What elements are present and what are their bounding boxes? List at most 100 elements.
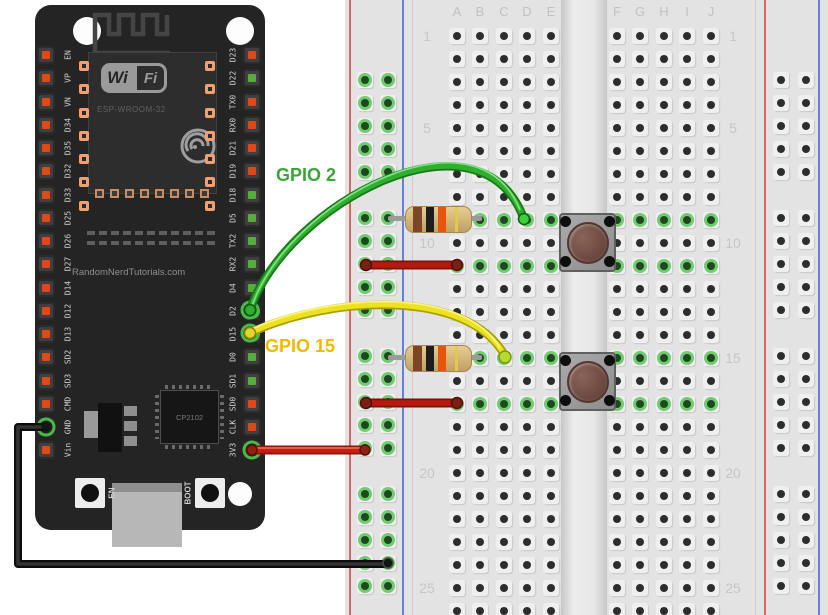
esp32-pin-VN[interactable] [37, 92, 55, 111]
right-rail-hole [773, 279, 789, 295]
right-rail-hole [798, 486, 814, 502]
esp32-pin-TX0[interactable] [243, 92, 261, 111]
breadboard-hole-G19 [632, 442, 648, 458]
right-rail-hole [773, 532, 789, 548]
breadboard-hole-I8 [679, 189, 695, 205]
esp32-pin-RX0[interactable] [243, 115, 261, 134]
module-pad [79, 177, 89, 188]
esp32-pin-EN[interactable] [37, 46, 55, 64]
esp32-pin-D13[interactable] [37, 325, 55, 343]
esp32-pin-D25[interactable] [37, 208, 55, 227]
breadboard-hole-G12 [632, 281, 648, 297]
esp32-pin-3V3[interactable] [243, 441, 261, 460]
module-pad [205, 177, 215, 188]
breadboard-hole-B21 [472, 488, 488, 504]
breadboard-hole-E25 [543, 580, 559, 596]
breadboard[interactable]: ABCDEFGHIJ11551010151520202525 [345, 0, 828, 615]
esp32-pin-D4[interactable] [243, 278, 261, 297]
pushbutton-2-cap[interactable] [566, 360, 609, 403]
breadboard-hole-E10 [543, 235, 559, 251]
breadboard-hole-E12 [543, 281, 559, 297]
breadboard-hole-I23 [679, 534, 695, 550]
esp32-pin-SD3[interactable] [37, 371, 55, 390]
esp32-pin-D35[interactable] [37, 139, 55, 157]
breadboard-hole-I22 [679, 511, 695, 527]
left-rail-hole [380, 371, 396, 387]
column-letter-E: E [546, 4, 556, 19]
right-rail-hole [798, 95, 814, 111]
right-rail-hole [798, 141, 814, 157]
esp32-pin-CMD[interactable] [37, 394, 55, 413]
left-rail-hole [357, 417, 373, 433]
solder-pad-dash [207, 241, 215, 245]
column-letter-F: F [613, 4, 621, 19]
breadboard-hole-E11 [543, 258, 559, 274]
esp32-pin-label-D32: D32 [63, 164, 73, 179]
breadboard-hole-C12 [496, 281, 512, 297]
breadboard-hole-D14 [519, 327, 535, 343]
column-letter-B: B [475, 4, 485, 19]
right-rail-hole [773, 72, 789, 88]
esp32-pin-TX2[interactable] [243, 232, 261, 250]
left-rail-hole [357, 302, 373, 318]
solder-pad-dash [111, 231, 119, 235]
esp32-pin-D27[interactable] [37, 255, 55, 274]
left-rail-blue-line [402, 0, 404, 615]
esp32-pin-D33[interactable] [37, 185, 55, 204]
pushbutton-1[interactable] [559, 213, 616, 272]
breadboard-hole-E14 [543, 327, 559, 343]
esp32-pin-label-D13: D13 [63, 326, 73, 342]
esp32-pin-GND[interactable] [37, 418, 55, 436]
esp32-pin-SD2[interactable] [37, 348, 55, 367]
esp32-pin-Vin[interactable] [37, 441, 55, 460]
breadboard-hole-D1 [519, 28, 535, 44]
esp32-pin-D34[interactable] [37, 115, 55, 134]
module-pad [200, 189, 209, 198]
breadboard-hole-F21 [609, 488, 625, 504]
breadboard-hole-B16 [472, 373, 488, 389]
boot-button[interactable] [195, 478, 225, 508]
en-button[interactable] [75, 478, 105, 508]
breadboard-hole-E18 [543, 419, 559, 435]
esp32-pin-CLK[interactable] [243, 418, 261, 436]
breadboard-hole-A16 [449, 373, 465, 389]
esp32-pin-D2[interactable] [243, 301, 261, 320]
breadboard-hole-G26 [632, 603, 648, 615]
breadboard-hole-C17 [496, 396, 512, 412]
esp32-pin-D15[interactable] [243, 325, 261, 343]
esp32-pin-D5[interactable] [243, 208, 261, 227]
breadboard-hole-B6 [472, 143, 488, 159]
esp32-pin-D19[interactable] [243, 162, 261, 181]
esp32-pin-D32[interactable] [37, 162, 55, 181]
esp32-pin-label-TX0: TX0 [228, 94, 238, 109]
pushbutton-1-cap[interactable] [566, 221, 609, 264]
esp32-board[interactable]: Wi Fi ESP-WROOM-32 RandomNerdTutorials.c… [35, 5, 265, 547]
breadboard-hole-E19 [543, 442, 559, 458]
breadboard-hole-H4 [656, 97, 672, 113]
esp32-pin-D18[interactable] [243, 185, 261, 204]
esp32-pin-RX2[interactable] [243, 255, 261, 274]
esp32-pin-label-D22: D22 [228, 71, 238, 86]
left-rail-hole [357, 348, 373, 364]
breadboard-hole-E22 [543, 511, 559, 527]
esp32-pin-D12[interactable] [37, 301, 55, 320]
pushbutton-2[interactable] [559, 352, 616, 411]
esp32-pin-VP[interactable] [37, 69, 55, 88]
wifi-logo-wi: Wi [101, 63, 134, 93]
esp32-pin-SD1[interactable] [243, 371, 261, 390]
breadboard-hole-B12 [472, 281, 488, 297]
esp32-pin-D22[interactable] [243, 69, 261, 88]
right-rail-hole [773, 509, 789, 525]
esp32-pin-SD0[interactable] [243, 394, 261, 413]
esp32-pin-D14[interactable] [37, 278, 55, 297]
breadboard-hole-I17 [679, 396, 695, 412]
esp32-pin-D26[interactable] [37, 232, 55, 250]
esp32-pin-D21[interactable] [243, 139, 261, 157]
breadboard-hole-E8 [543, 189, 559, 205]
left-rail-hole [357, 440, 373, 456]
esp32-pin-D0[interactable] [243, 348, 261, 367]
row-number-15: 15 [725, 350, 741, 366]
breadboard-hole-F22 [609, 511, 625, 527]
breadboard-hole-G25 [632, 580, 648, 596]
esp32-pin-D23[interactable] [243, 46, 261, 64]
